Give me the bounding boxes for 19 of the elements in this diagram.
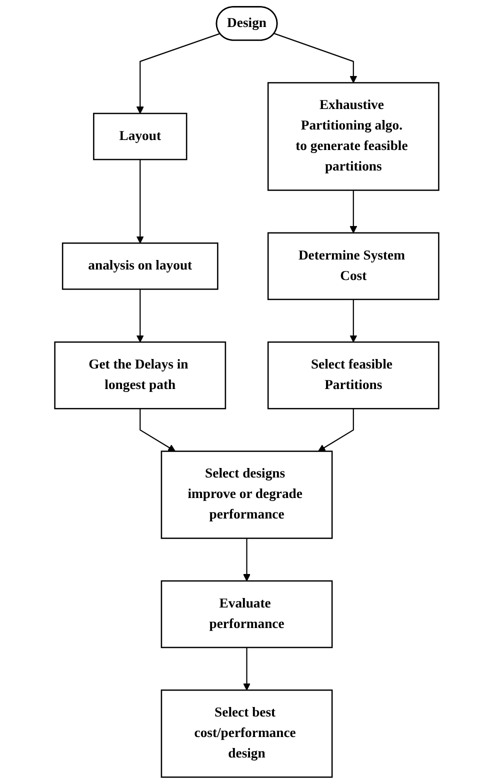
node-box: Layout — [93, 112, 188, 160]
node-box: analysis on layout — [62, 242, 219, 290]
arrow — [140, 408, 176, 452]
node-box: Select designs improve or degrade performance — [161, 450, 333, 539]
node-box: Select feasible Partitions — [268, 341, 440, 410]
node-box: Exhaustive Partitioning algo. to generate feasible partitions — [268, 82, 440, 191]
arrow — [274, 33, 358, 84]
arrow — [243, 538, 251, 582]
arrow — [136, 160, 144, 244]
arrow — [243, 648, 251, 690]
arrow — [318, 408, 354, 452]
node-box: Evaluate performance — [161, 580, 333, 648]
node-box: Select best cost/performance design — [161, 690, 333, 778]
arrow — [350, 190, 358, 234]
node-box: Determine System Cost — [268, 232, 440, 300]
node-box: Get the Delays in longest path — [54, 341, 226, 410]
arrow — [136, 289, 144, 342]
arrow — [350, 299, 358, 342]
arrow — [136, 33, 220, 114]
